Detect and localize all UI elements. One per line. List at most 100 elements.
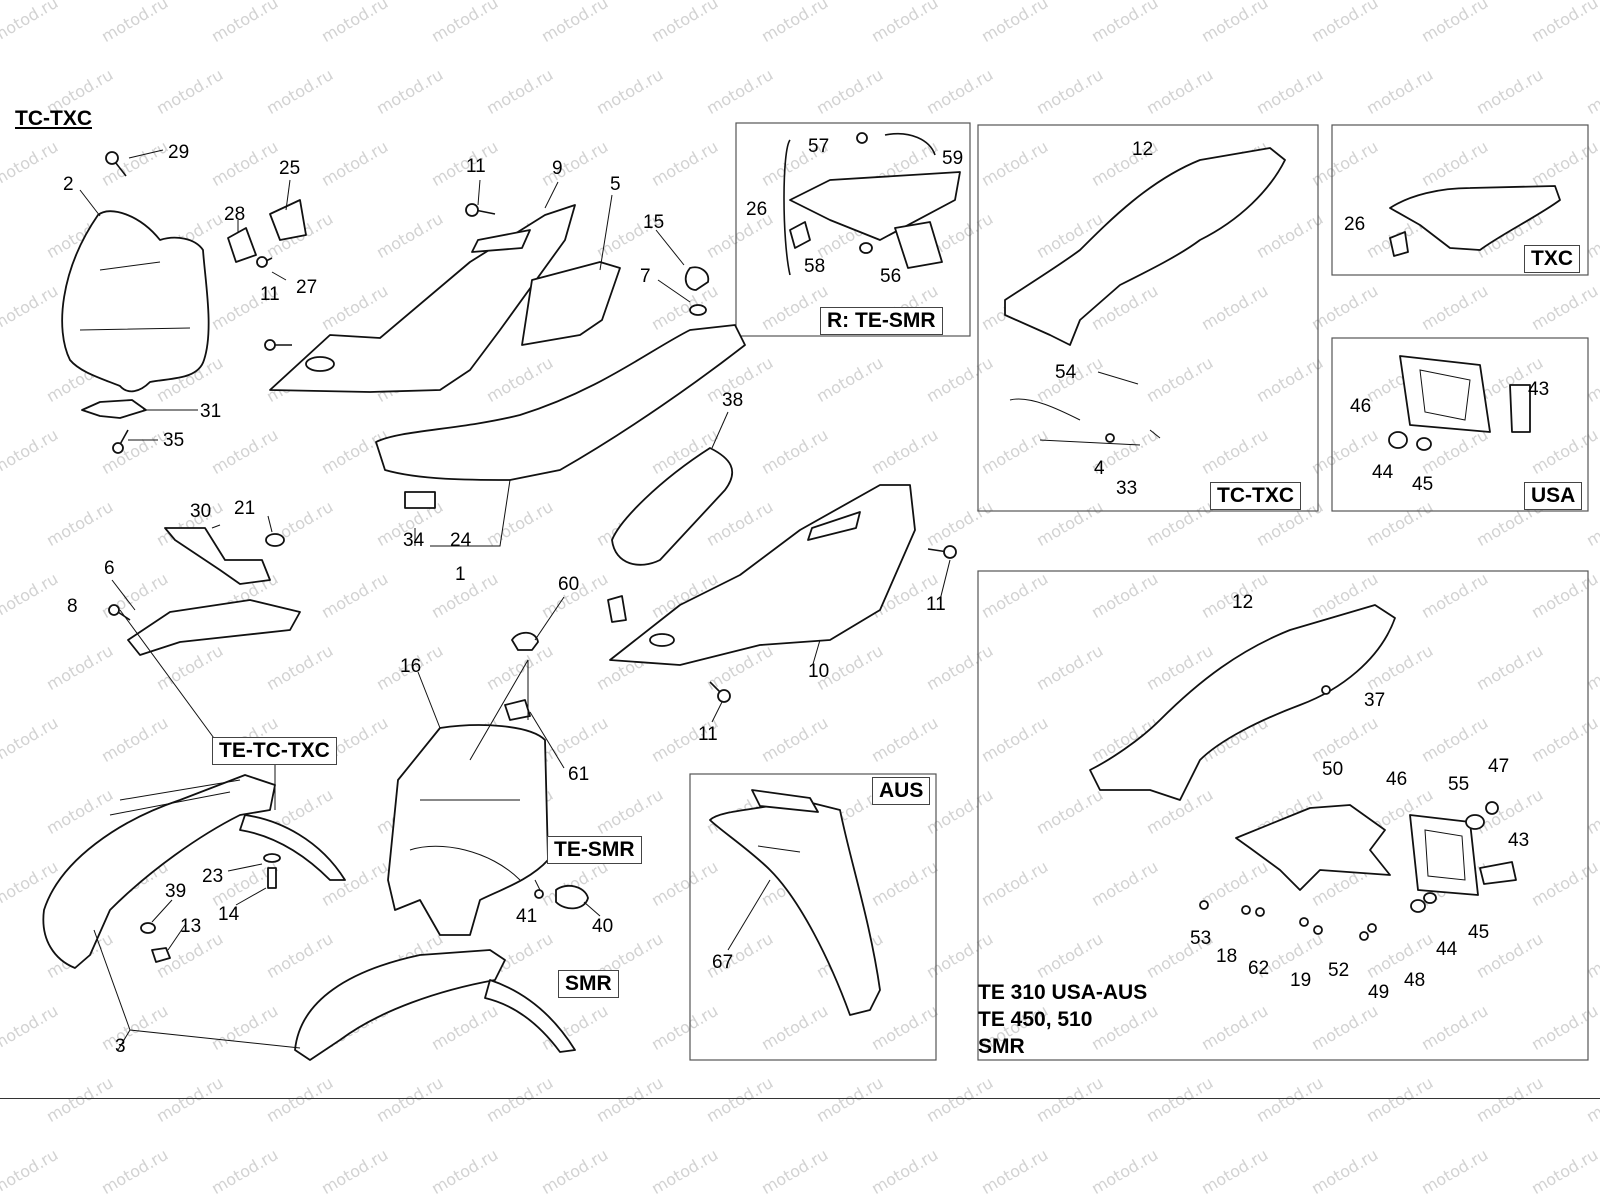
part-number: 54 xyxy=(1055,362,1077,383)
part-number: 11 xyxy=(260,284,280,305)
part-number: 12 xyxy=(1132,139,1153,160)
label-smr: SMR xyxy=(558,970,619,998)
part-number: 38 xyxy=(722,390,743,411)
front-fender-tail xyxy=(239,814,346,881)
model-applicability: TE 310 USA-AUS TE 450, 510 SMR xyxy=(978,979,1147,1060)
label-tc-txc-top: TC-TXC xyxy=(15,107,92,130)
pad-34 xyxy=(404,491,436,509)
part-number: 45 xyxy=(1412,474,1433,495)
washer-7 xyxy=(689,304,707,316)
inset-frame-aus xyxy=(689,773,937,1061)
washer-19 xyxy=(1299,917,1309,927)
bracket-28 xyxy=(227,227,257,263)
part-number: 43 xyxy=(1528,379,1549,400)
clip-60 xyxy=(511,631,539,651)
part-number: 52 xyxy=(1328,960,1349,981)
plate-holder-te xyxy=(1409,814,1479,896)
part-number: 26 xyxy=(746,199,767,220)
washer-44-usa xyxy=(1388,431,1408,449)
inset-frame-tc-txc xyxy=(977,124,1319,512)
washer-23 xyxy=(263,853,281,863)
washer-39 xyxy=(140,922,156,934)
washer-62 xyxy=(1255,907,1265,917)
part-number: 55 xyxy=(1448,774,1469,795)
part-number: 5 xyxy=(610,174,621,195)
part-number: 60 xyxy=(558,574,579,595)
bracket-43-te xyxy=(1479,861,1517,885)
bolt-52 xyxy=(1313,925,1323,935)
model-line: TE 450, 510 xyxy=(978,1008,1093,1031)
seat-cowl-26 xyxy=(789,171,961,241)
part-number: 39 xyxy=(165,881,186,902)
part-number: 47 xyxy=(1488,756,1509,777)
label-tc-txc-box: TC-TXC xyxy=(1210,482,1301,510)
front-fender-lower xyxy=(294,949,506,1061)
part-number: 11 xyxy=(926,594,946,615)
label-te-smr: TE-SMR xyxy=(547,836,642,864)
panel-hole xyxy=(305,356,335,372)
rear-fender-aus xyxy=(709,799,881,1016)
panel-vent xyxy=(471,229,531,253)
part-number: 43 xyxy=(1508,830,1529,851)
rear-fender-te xyxy=(1089,604,1396,801)
bolt-14 xyxy=(267,867,277,889)
label-r-te-smr: R: TE-SMR xyxy=(820,307,943,335)
part-number: 18 xyxy=(1216,946,1237,967)
part-number: 41 xyxy=(516,906,537,927)
inset-frame-usa xyxy=(1331,337,1589,512)
clip-31 xyxy=(81,399,147,419)
part-number: 15 xyxy=(643,212,664,233)
bolt-47 xyxy=(1485,801,1499,815)
screw-41 xyxy=(534,889,544,899)
side-panel-38 xyxy=(611,447,734,566)
part-number: 58 xyxy=(804,256,825,277)
part-number: 50 xyxy=(1322,759,1343,780)
fairing-lines xyxy=(409,799,521,881)
fender-ghost-lines xyxy=(1009,398,1141,446)
part-number: 62 xyxy=(1248,958,1269,979)
inset-frame-r-te-smr xyxy=(735,122,971,337)
washer-18 xyxy=(1241,905,1251,915)
part-number: 44 xyxy=(1372,462,1394,483)
washer-48 xyxy=(1367,923,1377,933)
part-number: 34 xyxy=(403,530,425,551)
front-fender-upper xyxy=(42,774,276,969)
nut-58 xyxy=(859,242,873,254)
seat-cover xyxy=(375,324,746,481)
rear-fender-tc-txc xyxy=(1004,147,1286,346)
label-txc: TXC xyxy=(1524,245,1580,273)
part-number: 24 xyxy=(450,530,472,551)
part-number: 46 xyxy=(1350,396,1371,417)
bracket-43-usa xyxy=(1509,384,1531,433)
inset-frame-te-models xyxy=(977,570,1589,1061)
support-6 xyxy=(127,599,301,656)
part-number: 27 xyxy=(296,277,317,298)
part-number: 12 xyxy=(1232,592,1253,613)
part-number: 25 xyxy=(279,158,300,179)
inset-frame-txc xyxy=(1331,124,1589,276)
bottom-rule xyxy=(0,1098,1600,1099)
bracket-25 xyxy=(269,199,307,241)
part-number: 7 xyxy=(640,266,651,287)
part-number: 30 xyxy=(190,501,211,522)
label-aus: AUS xyxy=(872,777,931,805)
bolt-37 xyxy=(1321,685,1331,695)
nut-44 xyxy=(1410,899,1426,913)
clamp-40 xyxy=(555,884,589,910)
seat-cowl-txc xyxy=(1389,185,1561,251)
part-number: 13 xyxy=(180,916,201,937)
part-number: 14 xyxy=(218,904,240,925)
strap-59 xyxy=(884,133,936,156)
screw-group xyxy=(105,151,957,703)
clip-61 xyxy=(504,699,531,721)
part-number: 59 xyxy=(942,148,963,169)
label-usa: USA xyxy=(1524,482,1583,510)
nut-53 xyxy=(1199,900,1209,910)
part-number: 11 xyxy=(698,724,718,745)
nut-4 xyxy=(1105,433,1115,443)
part-number: 46 xyxy=(1386,769,1407,790)
brace-26 xyxy=(783,139,791,276)
nut-13 xyxy=(151,947,171,963)
part-number: 3 xyxy=(115,1036,126,1057)
